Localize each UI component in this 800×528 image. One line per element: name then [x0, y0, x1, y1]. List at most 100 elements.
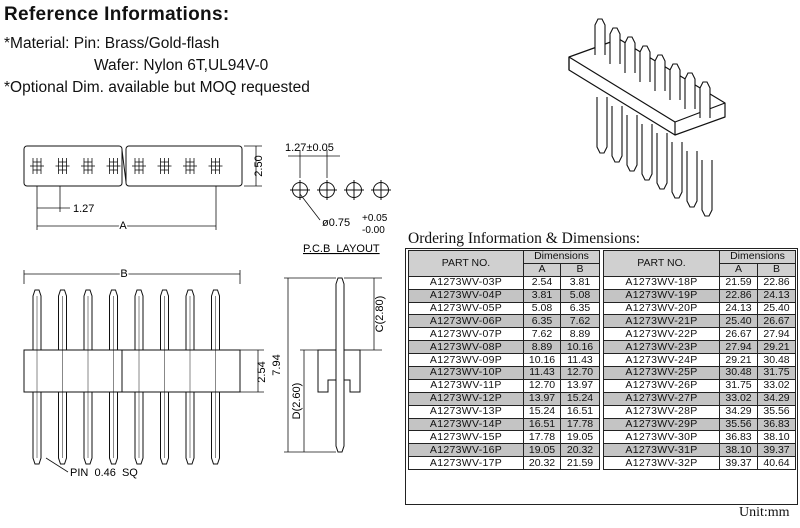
pin-3d	[639, 45, 653, 181]
col-part-header: PART NO.	[408, 250, 524, 277]
part-number-cell: A1273WV-32P	[603, 456, 720, 471]
pcb-hole-dia-label: ø0.75	[322, 217, 350, 229]
part-number-cell: A1273WV-30P	[603, 430, 720, 445]
part-number-cell: A1273WV-24P	[603, 353, 720, 368]
dim-b-cell: 34.29	[756, 391, 797, 406]
top-view-drawing: 2.50 1.27 A	[23, 145, 265, 234]
dim-a-cell: 27.94	[719, 340, 758, 355]
unit-label: Unit:mm	[739, 505, 790, 520]
part-number-cell: A1273WV-28P	[603, 404, 720, 419]
dim-a-cell: 38.10	[719, 443, 758, 458]
dim-a-cell: 39.37	[719, 456, 758, 471]
col-b-header: B	[756, 262, 797, 277]
dim-b-cell: 29.21	[756, 340, 797, 355]
part-number-cell: A1273WV-15P	[408, 430, 524, 445]
col-dims-header: Dimensions	[718, 250, 797, 264]
pin-side	[335, 277, 345, 453]
pcb-hole	[290, 180, 310, 200]
front-pin	[83, 289, 93, 465]
top-pin	[183, 158, 197, 174]
part-number-cell: A1273WV-13P	[408, 404, 524, 419]
dim-b-cell: 5.08	[559, 288, 601, 303]
dim-a-cell: 33.02	[719, 391, 758, 406]
dim-a-cell: 12.70	[523, 378, 561, 393]
front-pin	[109, 289, 118, 465]
part-number-cell: A1273WV-07P	[408, 327, 524, 342]
pcb-hole	[317, 180, 337, 200]
dim-b-cell: 36.83	[756, 417, 797, 432]
wafer-spec: Wafer: Nylon 6T,UL94V-0	[94, 57, 269, 74]
dim-b-cell: 6.35	[559, 301, 601, 316]
dim-b-cell: 33.02	[756, 378, 797, 393]
dim-a-cell: 31.75	[719, 378, 758, 393]
part-number-cell: A1273WV-25P	[603, 366, 720, 380]
front-pin	[134, 289, 144, 465]
page-title: Reference Informations:	[4, 4, 230, 25]
dim-b-cell: 12.70	[559, 366, 601, 380]
optional-dim-note: *Optional Dim. available but MOQ request…	[4, 79, 310, 96]
front-pin	[211, 289, 220, 465]
dim-250-label: 2.50	[253, 155, 265, 176]
dim-b-cell: 8.89	[559, 327, 601, 342]
dim-a-label: A	[119, 220, 127, 232]
dim-b-cell: 19.05	[559, 430, 601, 445]
housing-outline-left	[23, 145, 123, 187]
dim-a-cell: 34.29	[719, 404, 758, 419]
part-number-cell: A1273WV-11P	[408, 378, 524, 393]
front-pin	[160, 289, 169, 465]
dim-b-cell: 20.32	[559, 443, 601, 458]
ordering-title: Ordering Information & Dimensions:	[408, 230, 641, 247]
dim-b-cell: 3.81	[559, 275, 601, 290]
dim-b-cell: 16.51	[559, 404, 601, 419]
front-pin	[185, 289, 195, 465]
top-pin	[132, 158, 146, 174]
dim-b-cell: 21.59	[559, 456, 601, 471]
part-number-cell: A1273WV-12P	[408, 391, 524, 406]
part-number-cell: A1273WV-27P	[603, 391, 720, 406]
part-number-cell: A1273WV-09P	[408, 353, 524, 368]
part-number-cell: A1273WV-16P	[408, 443, 524, 458]
pin-3d	[624, 36, 638, 172]
part-number-cell: A1273WV-31P	[603, 443, 720, 458]
part-number-cell: A1273WV-29P	[603, 417, 720, 432]
dim-a-cell: 2.54	[523, 275, 561, 290]
dim-a-cell: 3.81	[523, 288, 561, 303]
dim-b-cell: 10.16	[559, 340, 601, 355]
dim-a-cell: 11.43	[523, 366, 561, 380]
dim-c-label: C(2.80)	[374, 296, 386, 333]
material-spec: *Material: Pin: Brass/Gold-flash	[4, 35, 220, 52]
dim-a-cell: 13.97	[523, 391, 561, 406]
dim-b-cell: 27.94	[756, 327, 797, 342]
connector-3d-illustration	[568, 18, 726, 217]
pcb-hole	[344, 180, 364, 200]
dim-a-cell: 24.13	[719, 301, 758, 316]
dim-a-cell: 6.35	[523, 314, 561, 329]
dim-794-label: 7.94	[271, 354, 283, 375]
dim-a-cell: 36.83	[719, 430, 758, 445]
pcb-tol-plus: +0.05	[362, 213, 388, 224]
ordering-table-frame	[405, 248, 798, 505]
dim-a-cell: 20.32	[523, 456, 561, 471]
pin-3d	[654, 54, 668, 190]
pin-3d	[609, 27, 623, 163]
part-number-cell: A1273WV-23P	[603, 340, 720, 355]
front-pin	[58, 289, 67, 465]
dim-a-cell: 8.89	[523, 340, 561, 355]
dim-a-cell: 25.40	[719, 314, 758, 329]
dim-a-cell: 30.48	[719, 366, 758, 380]
